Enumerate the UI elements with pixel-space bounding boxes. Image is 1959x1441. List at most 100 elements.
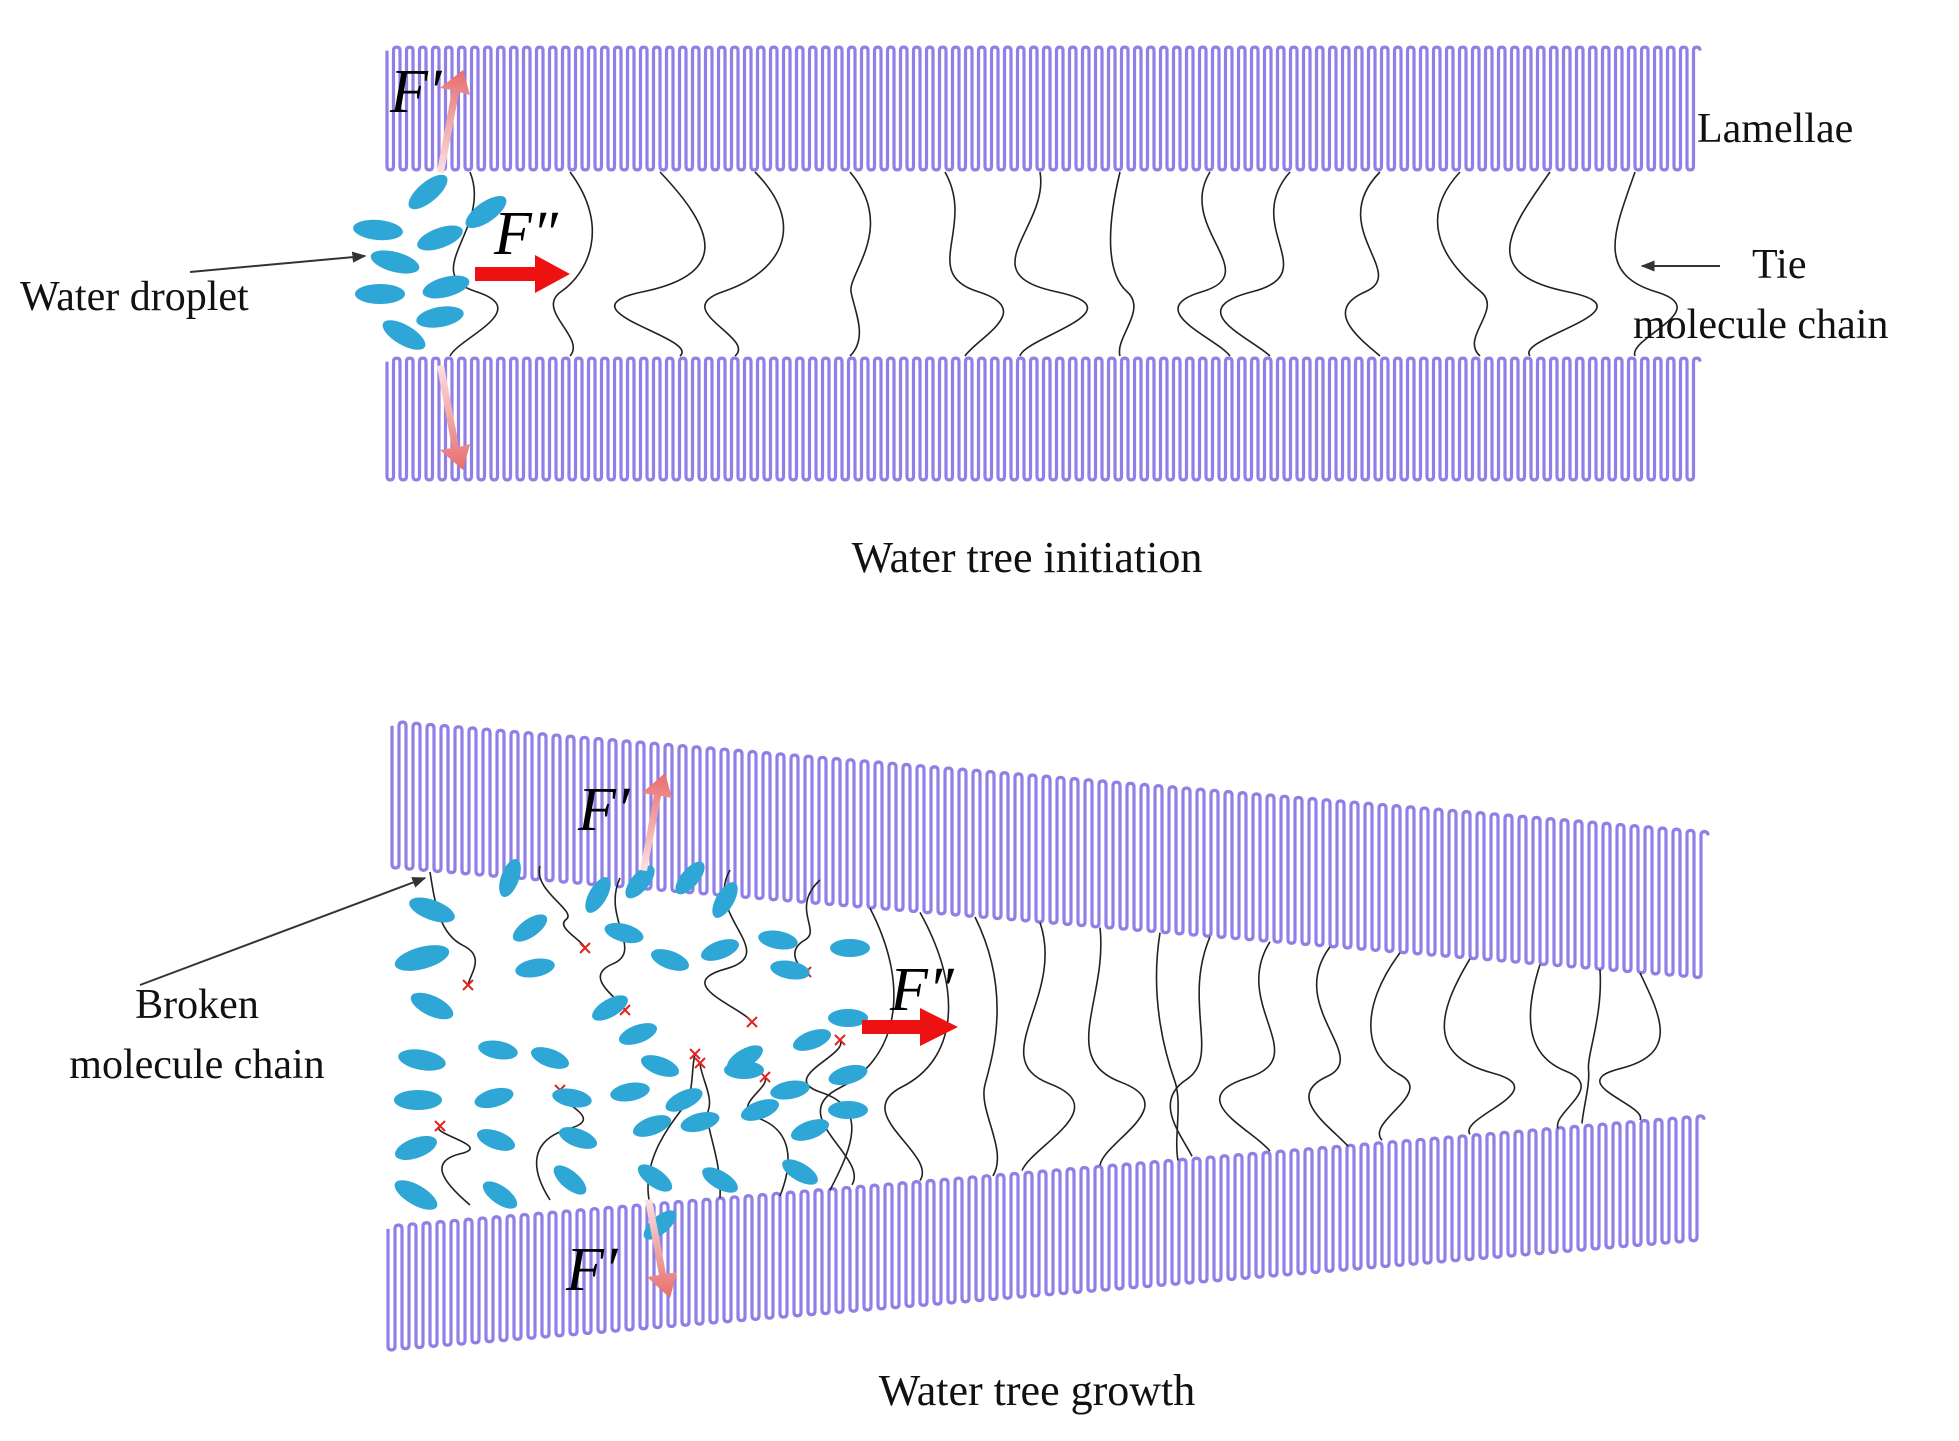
water-droplet — [416, 306, 464, 328]
tie-chain — [1218, 941, 1276, 1152]
water-droplet — [478, 1040, 518, 1060]
force-lateral-up-arrow — [640, 773, 672, 871]
panel-initiation: F′ F″ Lamellae Water droplet Tie molecul… — [20, 45, 1888, 582]
tie-chain — [1599, 972, 1661, 1121]
force-forward-label: F″ — [889, 956, 955, 1024]
broken-chain-label-line2: molecule chain — [69, 1042, 324, 1088]
tie-chain — [538, 865, 586, 949]
broken-chain-pointer — [139, 877, 427, 986]
water-droplet — [828, 1064, 868, 1086]
force-lateral-up-arrow — [437, 70, 470, 173]
water-droplet — [712, 882, 738, 918]
water-droplet — [499, 858, 521, 898]
tie-molecule-chains — [819, 907, 1661, 1186]
water-droplet — [410, 992, 454, 1020]
water-droplet — [770, 1080, 810, 1100]
tie-chain — [1155, 932, 1179, 1161]
water-droplet — [702, 1167, 738, 1193]
force-lateral-down-arrow — [437, 365, 470, 470]
tie-chain — [1220, 171, 1291, 357]
water-droplet — [394, 1090, 442, 1110]
lamellae-label: Lamellae — [1697, 106, 1853, 152]
tie-chain — [794, 879, 821, 973]
tie-chain-label-line1: Tie — [1752, 242, 1807, 288]
water-droplet — [724, 1061, 764, 1079]
caption-growth: Water tree growth — [879, 1366, 1196, 1415]
water-droplet — [585, 877, 611, 913]
tie-chain — [1581, 969, 1602, 1124]
tie-chain-label-line2: molecule chain — [1633, 302, 1888, 348]
lamella-fold — [390, 720, 1710, 980]
water-droplet — [665, 1088, 703, 1112]
tie-chain — [805, 1039, 853, 1191]
break-mark — [834, 1034, 846, 1046]
force-forward-label: F″ — [493, 200, 559, 268]
tie-chain — [613, 171, 706, 357]
water-droplet — [637, 1164, 673, 1192]
tie-chain — [1370, 952, 1411, 1141]
water-droplet — [758, 930, 798, 950]
water-droplet — [382, 320, 426, 350]
water-droplet — [408, 174, 448, 210]
lamella-top — [390, 720, 1710, 980]
water-droplet — [700, 939, 740, 961]
water-droplet — [474, 1087, 514, 1109]
water-droplets — [394, 858, 870, 1240]
force-lateral-top-label: F′ — [577, 776, 631, 844]
water-droplet — [512, 914, 548, 942]
water-droplet — [476, 1129, 516, 1151]
water-droplet — [610, 1082, 650, 1102]
tie-chain — [1443, 958, 1516, 1135]
water-droplet — [398, 1049, 446, 1071]
caption-initiation: Water tree initiation — [852, 533, 1203, 582]
water-droplet — [553, 1165, 587, 1195]
tie-chain — [974, 916, 999, 1177]
tie-chain — [1614, 171, 1678, 357]
lamella-bottom — [386, 1114, 1706, 1352]
lamella-fold — [385, 356, 1702, 482]
tie-chain — [1508, 171, 1598, 357]
force-lateral-label: F′ — [389, 58, 443, 126]
lamella-fold — [385, 45, 1702, 172]
break-mark — [694, 1057, 706, 1069]
water-droplets — [353, 174, 507, 350]
tie-chain — [429, 871, 477, 986]
broken-chain-label-line1: Broken — [135, 982, 259, 1028]
water-droplet-pointer — [189, 251, 367, 273]
force-lateral-bottom-label: F′ — [565, 1236, 619, 1304]
break-mark — [689, 1048, 701, 1060]
tie-chain — [699, 1062, 721, 1199]
break-mark — [434, 1120, 446, 1132]
water-droplet — [675, 861, 705, 895]
tie-chain — [1014, 171, 1089, 357]
water-droplet — [770, 960, 810, 980]
tie-chain — [1087, 927, 1146, 1166]
tie-chain — [1177, 171, 1231, 357]
lamella-fold — [386, 1114, 1706, 1352]
water-droplet — [552, 1088, 592, 1108]
tie-chain — [1529, 964, 1582, 1129]
water-droplet — [558, 1127, 598, 1149]
water-droplet — [604, 922, 644, 944]
lamella-top — [385, 45, 1702, 172]
water-droplet — [625, 865, 655, 899]
panel-growth: F′ F′ F″ Broken molecule chain Water tre… — [69, 720, 1710, 1415]
tie-chain — [884, 912, 950, 1182]
water-droplet — [618, 1023, 658, 1045]
water-droplet — [353, 219, 403, 241]
tie-chain — [944, 171, 1005, 357]
water-droplet — [828, 1009, 868, 1027]
water-droplet — [355, 284, 405, 304]
water-droplet — [592, 995, 628, 1021]
water-droplet — [792, 1029, 832, 1051]
force-forward-arrow — [475, 255, 570, 293]
force-forward-arrow — [862, 1008, 958, 1046]
water-droplet — [395, 1135, 437, 1161]
tie-chain — [1021, 922, 1076, 1171]
tie-chain — [704, 171, 785, 357]
water-droplet — [409, 897, 455, 923]
force-lateral-down-arrow — [645, 1199, 677, 1298]
water-droplet — [790, 1119, 830, 1141]
water-droplet — [515, 958, 555, 978]
